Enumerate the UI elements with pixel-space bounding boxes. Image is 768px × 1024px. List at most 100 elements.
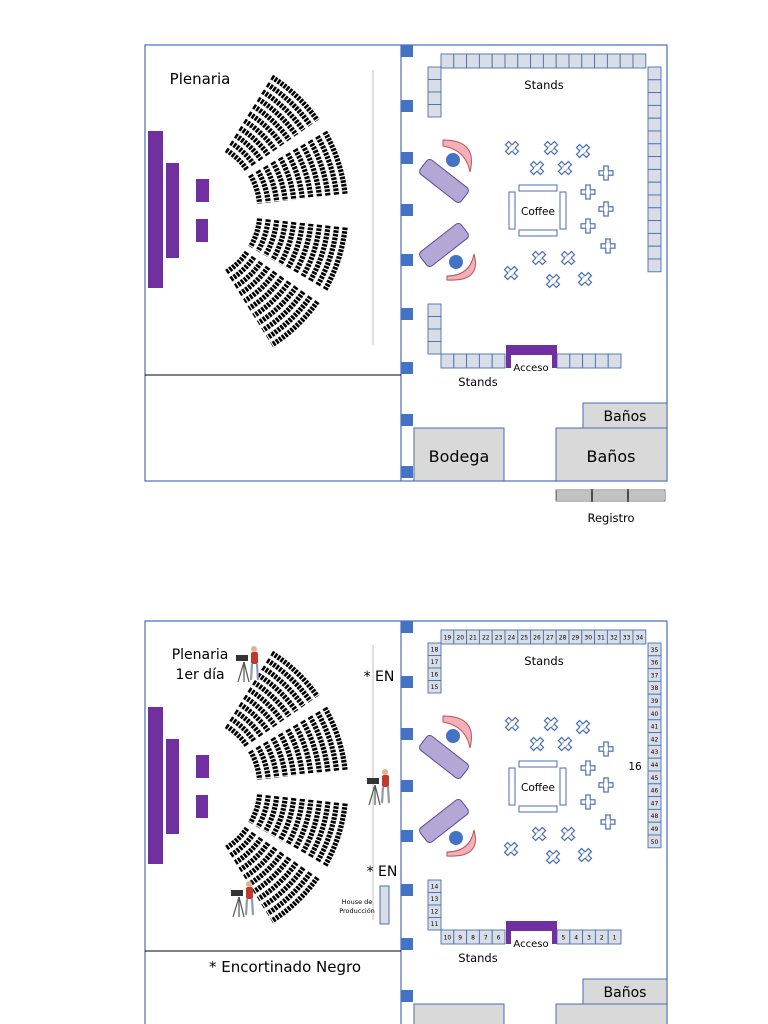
bottom-podium-1 xyxy=(196,755,209,778)
top-cocktail-table xyxy=(543,140,559,156)
bottom-stand-number: 35 xyxy=(651,647,659,654)
top-seat-row xyxy=(315,226,340,287)
top-cocktail-table xyxy=(577,271,593,287)
bottom-stand-number: 39 xyxy=(651,698,659,705)
top-stand xyxy=(647,92,662,106)
top-seat-row xyxy=(238,125,271,157)
top-stand xyxy=(440,53,455,69)
top-seat-row xyxy=(233,260,264,289)
bottom-wall-pillar xyxy=(401,990,413,1002)
top-coffee-station: Coffee xyxy=(508,184,567,237)
bottom-stand-number: 29 xyxy=(572,634,580,641)
bottom-stand-number: 11 xyxy=(431,921,439,928)
top-stage-main xyxy=(148,131,163,288)
bottom-wall-pillar xyxy=(401,780,413,792)
bottom-stand-number: 1 xyxy=(613,934,617,941)
top-seat-row xyxy=(242,118,278,152)
top-banos-big-room xyxy=(555,427,668,482)
top-seat-row xyxy=(242,270,278,304)
top-stands xyxy=(427,53,662,369)
bottom-seating-arcs xyxy=(224,650,348,924)
top-wall-pillar xyxy=(401,414,413,426)
top-wall-pillar xyxy=(401,254,413,266)
bottom-cocktail-table xyxy=(560,826,576,842)
top-stand xyxy=(607,353,622,369)
bottom-seat-row xyxy=(315,711,340,772)
bottom-seat-row xyxy=(277,732,297,777)
bottom-stand-number: 7 xyxy=(484,934,488,941)
bottom-seat-row xyxy=(261,665,306,708)
bottom-seat-row xyxy=(300,800,323,855)
bottom-wall-pillar xyxy=(401,830,413,842)
top-lounge-lower xyxy=(419,223,476,281)
top-cocktail-table xyxy=(529,160,545,176)
top-coffee-table-bottom xyxy=(518,229,558,237)
bottom-wall-pillar xyxy=(401,938,413,950)
top-stand xyxy=(427,341,442,355)
bottom-seat-row xyxy=(255,745,271,779)
top-cocktail-table xyxy=(575,143,591,159)
top-stand xyxy=(427,66,442,80)
top-seat-row xyxy=(229,140,257,167)
bottom-stand-number: 40 xyxy=(651,711,659,718)
top-seat-row xyxy=(224,250,250,275)
top-cocktail-table xyxy=(600,238,616,254)
top-seat-row xyxy=(307,225,331,283)
top-banos-small-label: Baños xyxy=(604,409,647,425)
top-bodega-label: Bodega xyxy=(429,447,490,466)
bottom-cocktail-table xyxy=(531,826,547,842)
bottom-stand-number: 26 xyxy=(533,634,541,641)
bottom-en-label-bottom: * EN xyxy=(367,864,398,880)
bottom-seat-row xyxy=(292,723,314,775)
top-seat-row xyxy=(248,173,263,204)
bottom-podium-2 xyxy=(196,795,208,818)
top-stand xyxy=(491,53,506,69)
top-stand xyxy=(647,156,662,170)
top-stand xyxy=(427,316,442,330)
bottom-house-label-1: House de xyxy=(342,898,373,906)
bottom-stand-number: 6 xyxy=(497,934,501,941)
bottom-cocktail-tables xyxy=(503,716,616,865)
bottom-seat-row xyxy=(224,826,250,851)
top-cocktail-table xyxy=(503,265,519,281)
bottom-lounge-lower xyxy=(419,799,476,857)
bottom-lounge-upper xyxy=(419,715,472,779)
bottom-cocktail-table xyxy=(529,736,545,752)
bottom-seat-row xyxy=(265,658,313,703)
top-coffee-table-top xyxy=(518,184,558,192)
top-seat-row xyxy=(252,103,292,142)
bottom-armchair-upper xyxy=(446,729,460,743)
bottom-cocktail-table xyxy=(580,760,596,776)
bottom-seat-row xyxy=(256,861,299,902)
bottom-wall-pillar xyxy=(401,728,413,740)
top-seat-row xyxy=(256,96,299,137)
bottom-stand-number: 41 xyxy=(651,724,659,731)
top-stand xyxy=(647,104,662,119)
top-stand xyxy=(647,194,662,209)
bottom-stand-number: 24 xyxy=(508,634,516,641)
top-seat-row xyxy=(307,139,331,197)
top-wall-pillar xyxy=(401,466,413,478)
bottom-stand-number: 30 xyxy=(584,634,592,641)
bottom-stage-main xyxy=(148,707,163,864)
top-stand xyxy=(556,353,571,369)
top-acceso-door xyxy=(506,345,557,368)
bottom-stand-number: 42 xyxy=(651,736,659,743)
bottom-seat-row xyxy=(315,802,340,863)
bottom-seat-row xyxy=(261,866,306,909)
bottom-cocktail-table xyxy=(600,814,616,830)
top-bodega-room xyxy=(413,427,505,482)
bottom-stand-number: 19 xyxy=(444,634,452,641)
bottom-cocktail-table xyxy=(580,794,596,810)
top-wall-pillars xyxy=(401,45,413,478)
bottom-seat-row xyxy=(247,687,285,723)
bottom-stand-number: 9 xyxy=(458,934,462,941)
top-cocktail-table xyxy=(580,184,596,200)
bottom-stand-number: 37 xyxy=(651,672,659,679)
bottom-stand-number: 38 xyxy=(651,685,659,692)
top-seat-row xyxy=(261,89,306,132)
top-stand xyxy=(581,53,596,69)
registro-counter-frame xyxy=(555,489,666,502)
top-seat-row xyxy=(247,275,285,311)
top-cocktail-table xyxy=(598,165,614,181)
